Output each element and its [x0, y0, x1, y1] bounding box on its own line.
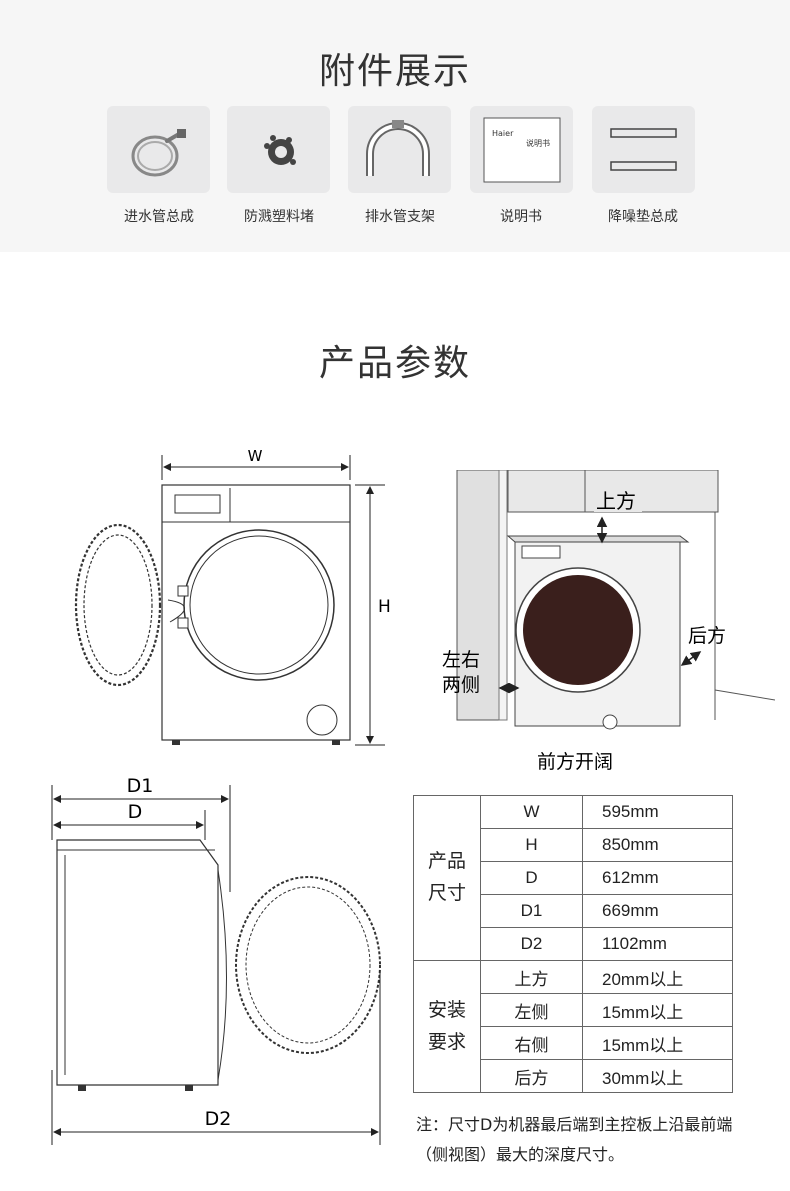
param-key: D2	[480, 927, 583, 961]
param-value: 1102mm	[582, 927, 733, 961]
drain-hose-bracket-card	[348, 106, 451, 193]
table-row: H 850mm	[414, 828, 733, 862]
params-table: 产品尺寸 W 595mm H 850mm D 612mm D1 669mm D2…	[413, 795, 733, 1093]
manual-icon: Haier 说明书	[483, 117, 561, 183]
front-clearance-label: 前方开阔	[537, 751, 613, 773]
table-row: 安装要求 上方 20mm以上	[413, 960, 733, 1093]
param-value: 15mm以上	[582, 1026, 733, 1060]
accessory-label: 进水管总成	[124, 209, 194, 225]
d-label: D	[128, 801, 143, 823]
param-key: W	[480, 795, 583, 829]
group-size-cell: 产品尺寸	[413, 795, 481, 961]
table-row: D2 1102mm	[414, 927, 733, 961]
noise-pad-icon	[610, 128, 677, 171]
water-inlet-hose-card	[107, 106, 210, 193]
table-row: 后方 30mm以上	[414, 1059, 733, 1093]
table-row: D 612mm	[414, 861, 733, 895]
param-key: 左侧	[480, 993, 583, 1027]
param-key: D1	[480, 894, 583, 928]
manual-card: Haier 说明书	[470, 106, 573, 193]
height-label: H	[378, 597, 391, 617]
splash-plug-icon	[264, 135, 296, 165]
param-key: 后方	[480, 1059, 583, 1093]
manual-brand-text: Haier	[492, 129, 514, 138]
param-value: 595mm	[582, 795, 733, 829]
splash-plug-card	[227, 106, 330, 193]
d2-label: D2	[205, 1108, 232, 1130]
table-row: 右侧 15mm以上	[414, 1026, 733, 1060]
d1-label: D1	[127, 775, 154, 797]
side-depth-diagram: D1 D D2	[51, 775, 381, 1145]
install-clearance-diagram: 上方 左右 两侧 后方 前方开阔	[442, 470, 775, 773]
dimension-note: 注：尺寸D为机器最后端到主控板上沿最前端（侧视图）最大的深度尺寸。	[416, 1115, 733, 1164]
width-label: W	[248, 447, 263, 465]
accessories-title: 附件展示	[318, 51, 471, 92]
accessory-label: 排水管支架	[365, 209, 435, 225]
top-clearance-label: 上方	[596, 489, 636, 513]
param-value: 850mm	[582, 828, 733, 862]
param-value: 15mm以上	[582, 993, 733, 1027]
accessory-label: 说明书	[500, 209, 542, 225]
drain-hose-bracket-icon	[366, 120, 430, 176]
param-value: 612mm	[582, 861, 733, 895]
param-key: 上方	[480, 960, 583, 994]
accessory-label: 降噪垫总成	[608, 209, 678, 225]
param-key: 右侧	[480, 1026, 583, 1060]
noise-pad-card	[592, 106, 695, 193]
group-install-cell: 安装要求	[413, 960, 481, 1093]
sides-clearance-label-1: 左右	[442, 649, 480, 671]
water-inlet-hose-icon	[131, 129, 186, 177]
back-clearance-label: 后方	[688, 625, 726, 647]
param-value: 20mm以上	[582, 960, 733, 994]
front-dimension-diagram: W H	[74, 447, 391, 746]
sides-clearance-label-2: 两侧	[442, 674, 480, 696]
param-value: 669mm	[582, 894, 733, 928]
table-row: D1 669mm	[414, 894, 733, 928]
table-row: 产品尺寸 W 595mm	[413, 795, 733, 961]
params-title: 产品参数	[318, 343, 471, 384]
accessory-label: 防溅塑料堵	[244, 209, 314, 225]
param-value: 30mm以上	[582, 1059, 733, 1093]
param-key: H	[480, 828, 583, 862]
param-key: D	[480, 861, 583, 895]
table-row: 左侧 15mm以上	[414, 993, 733, 1027]
manual-cover-text: 说明书	[526, 138, 550, 148]
